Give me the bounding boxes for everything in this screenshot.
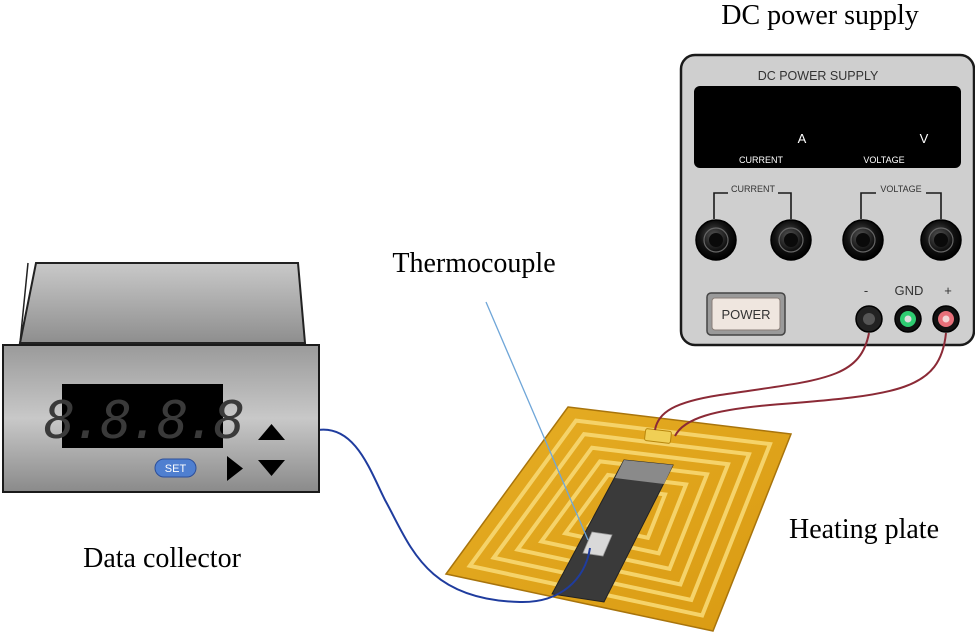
current-display-label: CURRENT [739,155,784,165]
voltage-display-label: VOLTAGE [863,155,904,165]
sensor-strip-tab [615,460,673,484]
set-button[interactable]: SET [154,458,197,478]
display-digits: 8.8.8.8 [44,391,243,451]
up-arrow-icon[interactable] [258,424,285,440]
dc-power-supply: DC POWER SUPPLY A V CURRENT VOLTAGE CURR… [679,53,975,347]
terminal-neg-label: - [864,283,868,298]
terminal-pos-label: + [944,283,952,298]
power-supply-header: DC POWER SUPPLY [758,69,879,83]
terminal-negative[interactable] [855,305,883,333]
heating-plate-traces [466,418,773,618]
label-dc-power-supply: DC power supply [721,0,919,31]
positive-lead-wire [674,332,947,437]
wires [317,301,947,604]
thermocouple-pointer-line [485,301,589,541]
heater-trace-loop [466,418,773,618]
down-arrow-icon[interactable] [258,460,285,476]
heater-trace-loop [514,445,731,587]
label-data-collector: Data collector [83,543,241,574]
current-unit: A [798,131,807,146]
data-collector-housing [18,262,307,344]
terminal-ground[interactable] [894,305,922,333]
thermocouple-wire [317,428,591,604]
set-button-label: SET [165,463,187,475]
voltage-fine-knob[interactable] [920,219,962,261]
terminal-positive[interactable] [932,305,960,333]
current-coarse-knob[interactable] [695,219,737,261]
power-button-label: POWER [721,307,770,322]
voltage-coarse-knob[interactable] [842,219,884,261]
power-button[interactable]: POWER [706,292,786,336]
negative-lead-wire [654,332,870,431]
current-fine-knob[interactable] [770,219,812,261]
data-collector-display [62,384,223,448]
terminal-gnd-label: GND [895,283,924,298]
heater-trace-loop [490,432,752,603]
heater-connector-pad [644,428,672,444]
heater-trace-loop [537,459,710,572]
data-collector: 8.8.8.8 SET [2,262,320,493]
label-thermocouple: Thermocouple [392,248,555,279]
voltage-knob-label: VOLTAGE [880,184,921,194]
heating-plate [444,406,793,632]
label-heating-plate: Heating plate [789,514,939,545]
current-knob-label: CURRENT [731,184,776,194]
voltage-unit: V [920,131,929,146]
right-arrow-icon[interactable] [227,456,243,481]
power-supply-display [694,86,961,168]
